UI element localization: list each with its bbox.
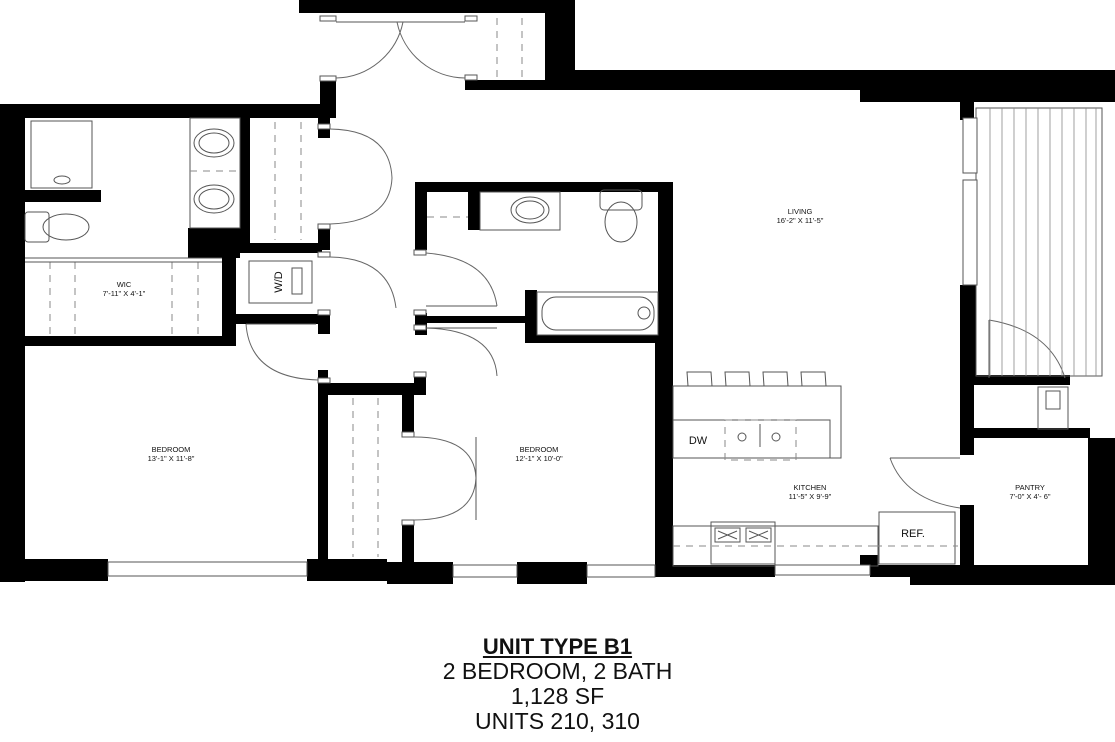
room-dims: 7'-0" X 4'- 6": [1009, 492, 1050, 501]
floor-plan: W/D DW: [0, 0, 1115, 585]
washer-dryer: W/D: [248, 260, 313, 304]
kitchen-island: DW: [672, 371, 842, 461]
room-name: WIC: [117, 280, 132, 289]
room-name: LIVING: [788, 207, 813, 216]
room-dims: 16'-2" X 11'-5": [777, 216, 824, 225]
room-label-kitchen: KITCHEN 11'-5" X 9'-9": [789, 483, 832, 501]
room-label-bedroom-2: BEDROOM 12'-1" X 10'-0": [515, 445, 563, 463]
room-label-bedroom-1: BEDROOM 13'-1" X 11'-8": [148, 445, 195, 463]
toilet-icon: [599, 189, 643, 243]
room-name: BEDROOM: [520, 445, 559, 454]
room-dims: 13'-1" X 11'-8": [148, 454, 195, 463]
room-label-wic: WIC 7'-11" X 4'-1": [103, 280, 146, 298]
room-dims: 12'-1" X 10'-0": [515, 454, 563, 463]
room-name: PANTRY: [1015, 483, 1045, 492]
refrigerator: REF.: [875, 511, 958, 565]
walls: [0, 0, 1115, 585]
shower-icon: [30, 120, 93, 189]
dishwasher-label: DW: [689, 435, 708, 447]
closet-shelves: [25, 18, 523, 557]
bathtub-icon: [536, 291, 659, 336]
washer-dryer-label: W/D: [273, 271, 285, 292]
door-jambs: [317, 15, 478, 526]
sink-icon: [479, 191, 561, 231]
unit-bed-bath: 2 BEDROOM, 2 BATH: [442, 658, 673, 684]
unit-caption: UNIT TYPE B1 2 BEDROOM, 2 BATH 1,128 SF …: [0, 634, 1115, 734]
toilet-icon: [24, 211, 90, 243]
sink-icon: [189, 117, 241, 229]
door-swing-icon: [245, 21, 1066, 521]
room-dims: 11'-5" X 9'-9": [789, 492, 832, 501]
unit-area: 1,128 SF: [510, 683, 605, 709]
room-label-pantry: PANTRY 7'-0" X 4'- 6": [1009, 483, 1050, 501]
unit-type-title: UNIT TYPE B1: [482, 634, 633, 659]
room-dims: 7'-11" X 4'-1": [103, 289, 146, 298]
refrigerator-label: REF.: [901, 528, 925, 540]
unit-numbers: UNITS 210, 310: [475, 708, 640, 734]
range-icon: [710, 521, 776, 565]
window-icon: [107, 117, 978, 578]
room-name: BEDROOM: [152, 445, 191, 454]
room-label-living: LIVING 16'-2" X 11'-5": [777, 207, 824, 225]
room-name: KITCHEN: [794, 483, 827, 492]
